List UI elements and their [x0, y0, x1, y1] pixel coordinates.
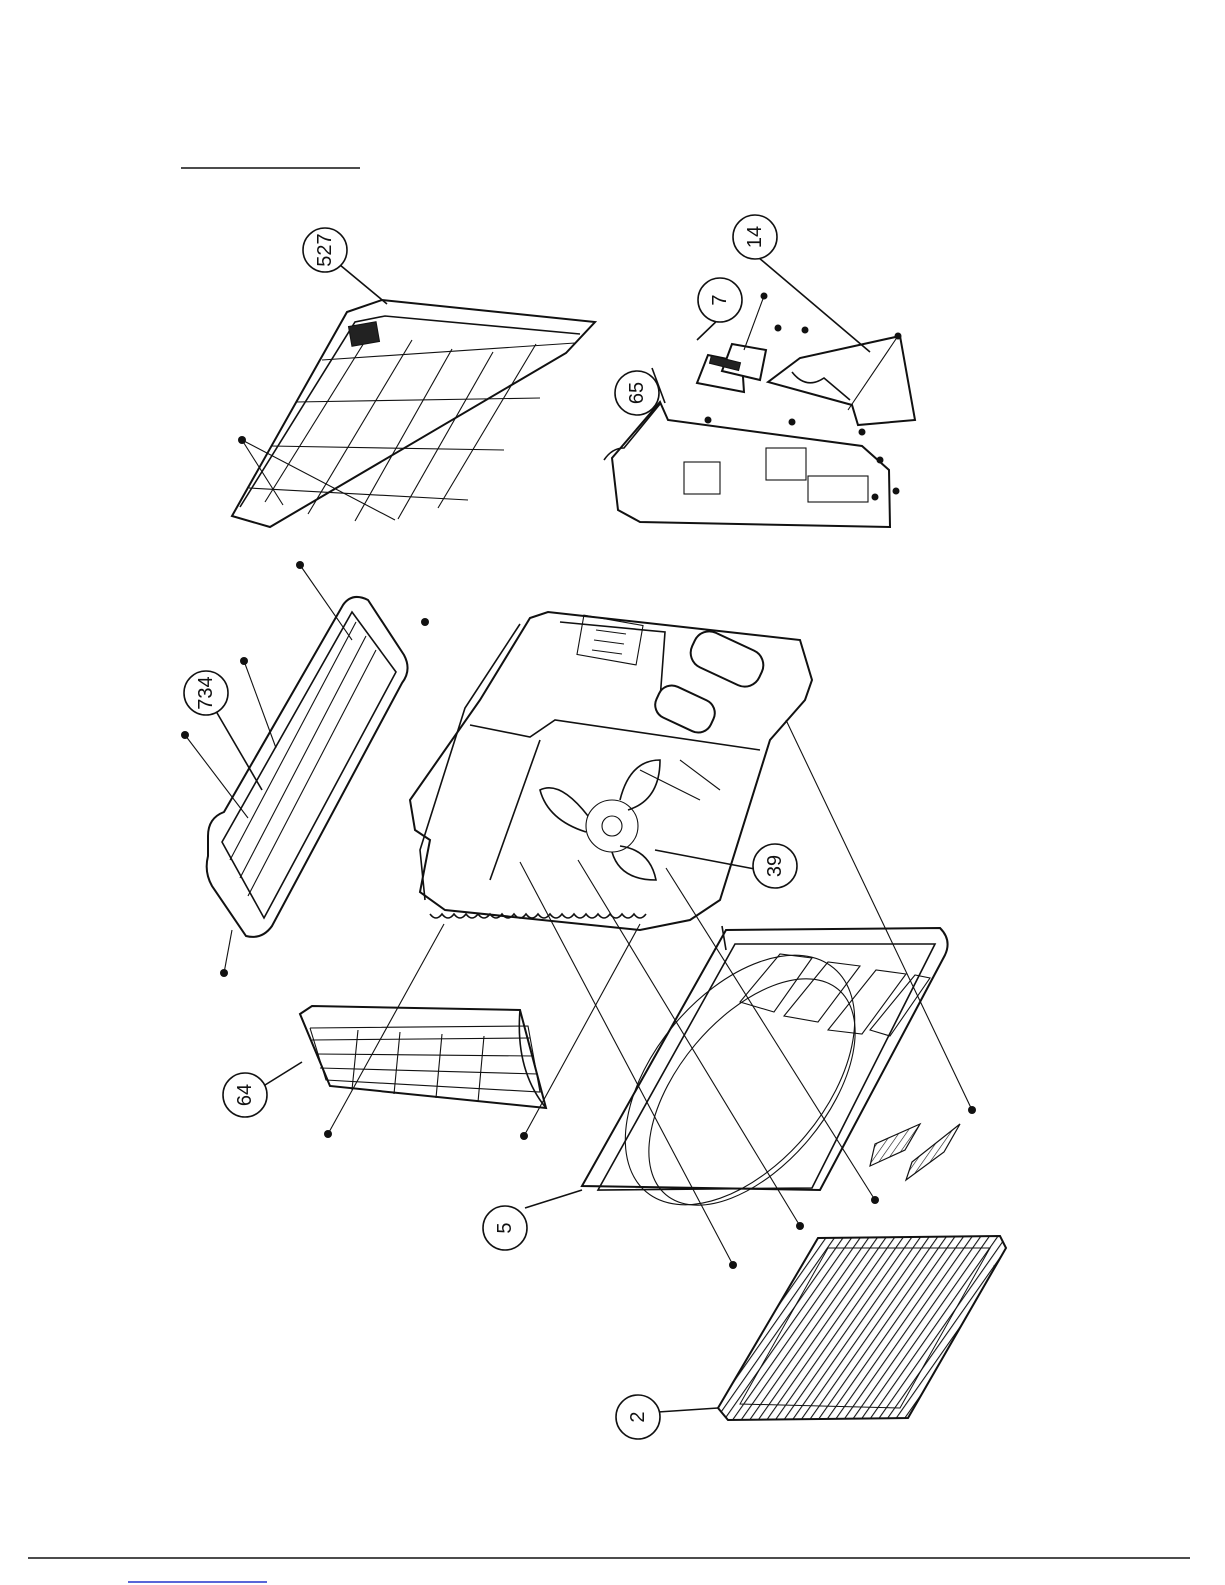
callout-7-label: 7 — [709, 294, 731, 305]
callout-2-label: 2 — [627, 1411, 649, 1422]
part-734-top-cover — [181, 561, 429, 977]
callout-5: 5 — [483, 1206, 527, 1250]
part-527-rear-panel — [232, 300, 595, 527]
callout-14: 14 — [733, 215, 777, 259]
callout-39: 39 — [753, 844, 797, 888]
part-14-valve-cover — [768, 333, 915, 426]
part-5-front-panel — [580, 913, 960, 1247]
callout-5-label: 5 — [494, 1222, 516, 1233]
part-39-chassis-assembly — [410, 612, 812, 930]
callout-65-label: 65 — [626, 382, 648, 404]
callout-7: 7 — [698, 278, 742, 322]
callout-14-label: 14 — [744, 226, 766, 248]
callout-2: 2 — [616, 1395, 660, 1439]
part-2-front-grille — [718, 1236, 1006, 1420]
callout-64-label: 64 — [234, 1084, 256, 1106]
callout-734: 734 — [184, 671, 228, 715]
callout-39-label: 39 — [764, 855, 786, 877]
callout-734-label: 734 — [195, 676, 217, 709]
callout-527-label: 527 — [314, 233, 336, 266]
callout-65: 65 — [615, 371, 659, 415]
callout-64: 64 — [223, 1073, 267, 1117]
callout-527: 527 — [303, 228, 347, 272]
part-64-filter — [300, 1006, 546, 1108]
part-65-side-panel — [604, 402, 900, 527]
